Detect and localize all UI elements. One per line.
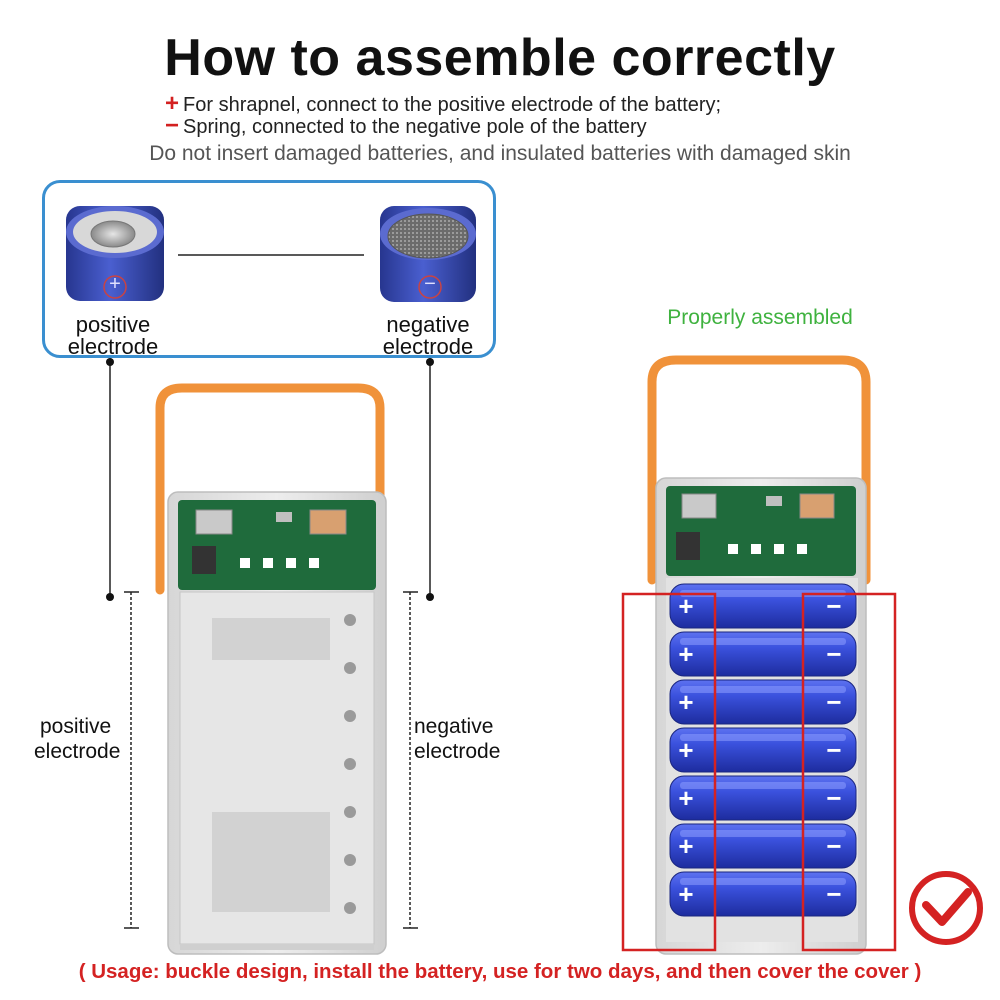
battery-cell: +− xyxy=(669,775,857,821)
legend-plus-text: For shrapnel, connect to the positive el… xyxy=(183,94,722,116)
led-indicators xyxy=(728,544,807,554)
battery-plus-mark: + xyxy=(678,591,693,621)
legend-minus-line: −Spring, connected to the negative pole … xyxy=(165,112,647,140)
led-indicators xyxy=(240,558,319,568)
legend-minus-text: Spring, connected to the negative pole o… xyxy=(183,116,647,138)
battery-minus-mark: − xyxy=(826,591,841,621)
battery-cell: +− xyxy=(669,823,857,869)
positive-side-highlight xyxy=(621,592,717,952)
battery-cell: +− xyxy=(669,727,857,773)
battery-minus-mark: − xyxy=(826,831,841,861)
battery-cell: +− xyxy=(669,679,857,725)
detail-negative-label: negative electrode xyxy=(382,312,474,359)
left-negative-label: negative electrode xyxy=(414,715,501,763)
case-handle xyxy=(155,383,385,595)
battery-cell: +− xyxy=(669,631,857,677)
usage-note: ( Usage: buckle design, install the batt… xyxy=(78,960,922,983)
battery-cell: +− xyxy=(669,583,857,629)
battery-minus-mark: − xyxy=(826,879,841,909)
positive-cell-end-icon xyxy=(66,206,164,301)
negative-side-highlight xyxy=(801,592,897,952)
battery-minus-mark: − xyxy=(826,687,841,717)
warning-note: Do not insert damaged batteries, and ins… xyxy=(149,142,851,165)
negative-cell-end-icon xyxy=(380,206,476,302)
minus-icon: − xyxy=(165,112,180,139)
page-title: How to assemble correctly xyxy=(164,29,836,87)
battery-plus-mark: + xyxy=(678,831,693,861)
battery-plus-mark: + xyxy=(678,639,693,669)
battery-plus-mark: + xyxy=(678,687,693,717)
battery-plus-mark: + xyxy=(678,879,693,909)
pointer-lines xyxy=(109,358,431,597)
battery-minus-mark: − xyxy=(826,639,841,669)
left-positive-label: positive electrode xyxy=(34,715,121,763)
battery-plus-mark: + xyxy=(678,783,693,813)
battery-plus-mark: + xyxy=(678,735,693,765)
detail-positive-label: positive electrode xyxy=(67,312,159,359)
battery-cell: +− xyxy=(669,871,857,917)
battery-minus-mark: − xyxy=(826,783,841,813)
assembled-battery-case: +−+−+−+−+−+−+− xyxy=(647,355,871,955)
check-circle-icon xyxy=(909,871,983,945)
case-handle xyxy=(647,355,871,585)
battery-rows: +−+−+−+−+−+−+− xyxy=(669,583,857,917)
empty-battery-case xyxy=(155,383,387,955)
battery-minus-mark: − xyxy=(826,735,841,765)
assembly-status: Properly assembled xyxy=(667,306,853,329)
plus-icon: + xyxy=(165,90,180,117)
legend-plus-line: +For shrapnel, connect to the positive e… xyxy=(165,90,721,118)
detail-plus-mark: + xyxy=(109,273,121,295)
dimension-lines xyxy=(124,591,418,929)
detail-minus-mark: − xyxy=(424,273,436,295)
